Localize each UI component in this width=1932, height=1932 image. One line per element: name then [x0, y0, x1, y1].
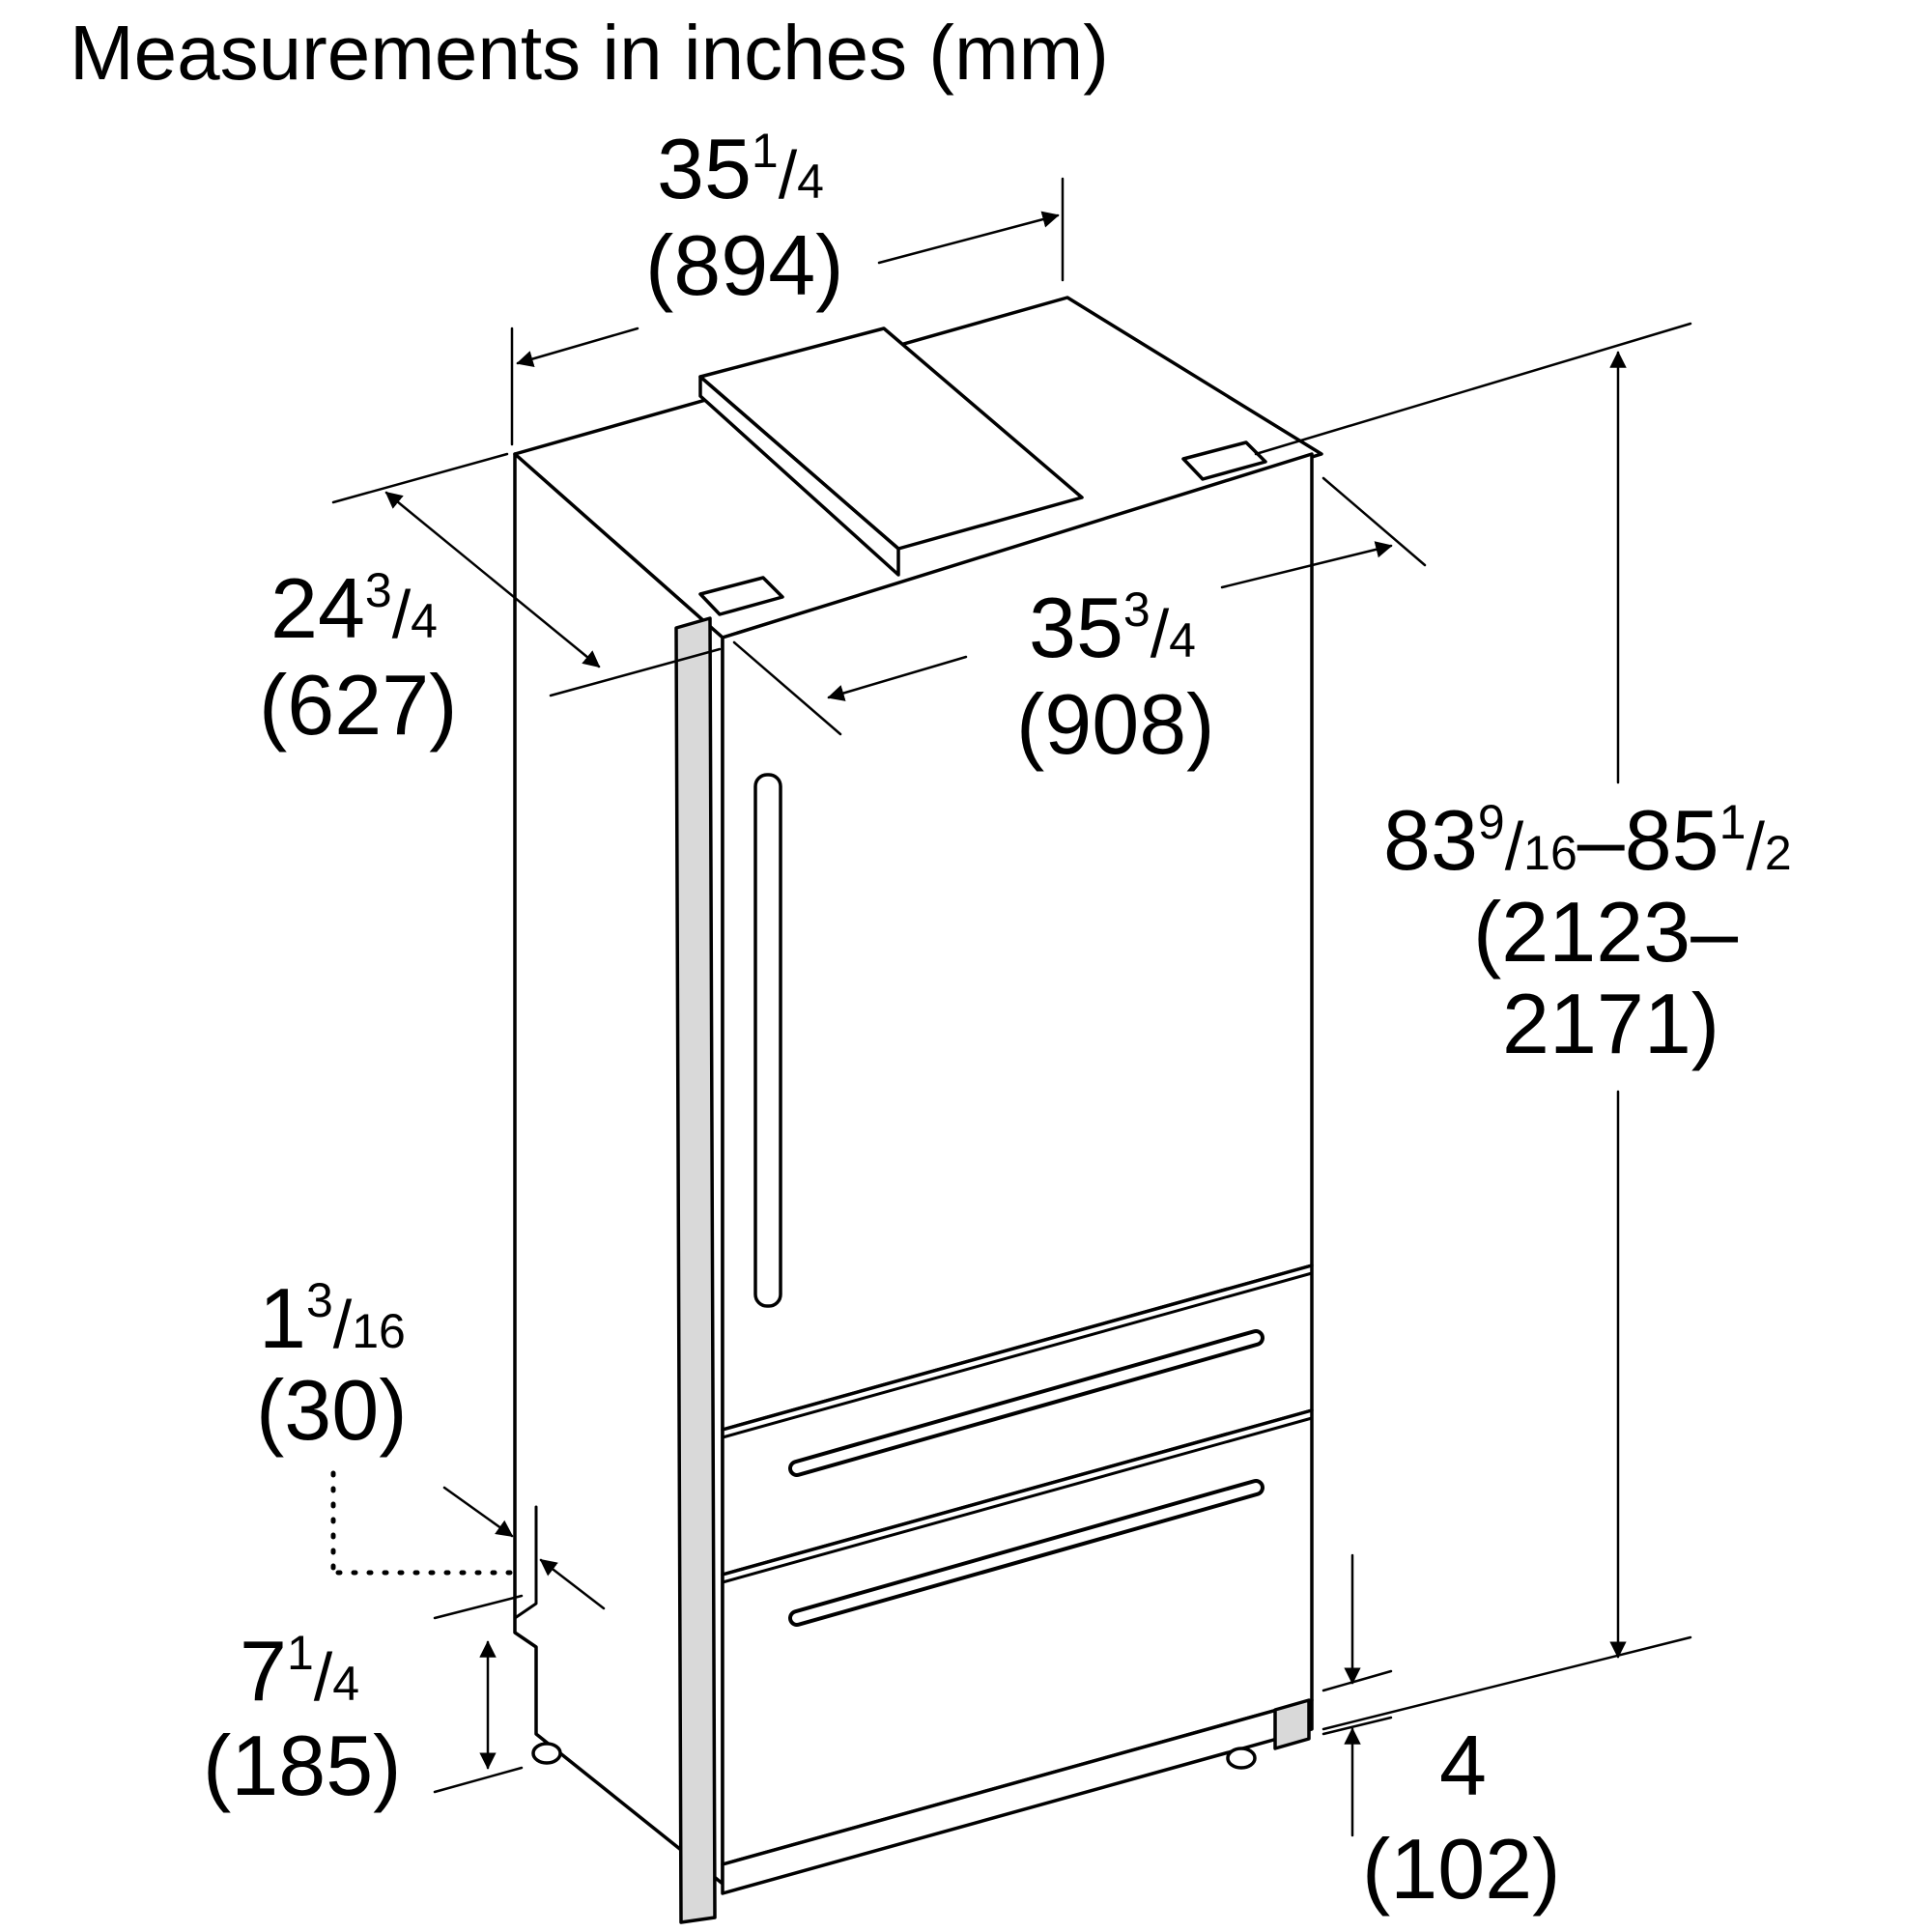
top-width-denominator: 4: [797, 155, 824, 209]
door-width-denominator: 4: [1169, 613, 1196, 668]
label-door-width: 353/4 (908): [1016, 580, 1214, 772]
toe-height-extension-bottom: [433, 1766, 524, 1794]
height-extension-top: [1254, 322, 1692, 456]
height-denominator-b: 2: [1765, 826, 1792, 880]
side-offset-arrow-left: [442, 1486, 514, 1538]
door-width-arrow-right: [1220, 541, 1393, 589]
depth-extension-bottom: [549, 647, 722, 697]
top-width-mm: (894): [645, 217, 843, 313]
toe-height-numerator: 1: [287, 1626, 314, 1680]
top-hinge-left: [698, 576, 784, 616]
height-dash: –: [1577, 792, 1625, 888]
svg-text:243/4: 243/4: [270, 560, 438, 656]
label-base-gap: 4 (102): [1362, 1718, 1560, 1917]
height-numerator-a: 9: [1478, 795, 1505, 849]
door-width-arrow-left: [827, 655, 968, 701]
svg-text:351/4: 351/4: [657, 121, 824, 216]
lower-drawer-handle-inner: [792, 1483, 1261, 1623]
door-width-numerator: 3: [1123, 582, 1151, 637]
door-handle: [753, 773, 782, 1308]
top-width-whole: 35: [657, 121, 752, 216]
toe-height-mm: (185): [203, 1718, 401, 1813]
height-extension-bottom: [1321, 1635, 1692, 1731]
label-depth: 243/4 (627): [259, 560, 457, 753]
side-toe-recess: [513, 1505, 538, 1620]
top-width-arrow-right: [877, 211, 1060, 265]
top-width-numerator: 1: [752, 124, 779, 178]
door-width-extension-right: [1321, 476, 1427, 567]
door-width-extension-left: [732, 640, 842, 736]
side-offset-whole: 1: [259, 1270, 306, 1366]
top-width-arrow-left: [516, 327, 639, 368]
upper-drawer-handle-inner: [792, 1333, 1261, 1473]
base-gap-extension-top: [1321, 1669, 1393, 1692]
diagram-title: Measurements in inches (mm): [70, 10, 1109, 96]
label-side-offset: 13/16 (30): [256, 1270, 408, 1458]
height-whole-b: 85: [1625, 792, 1719, 888]
label-height: 839/16–851/2 (2123– 2171): [1383, 792, 1792, 1071]
depth-numerator: 3: [365, 563, 392, 617]
depth-denominator: 4: [411, 594, 438, 648]
refrigerator-illustration: [513, 296, 1323, 1924]
height-whole-a: 83: [1383, 792, 1478, 888]
label-top-width: 351/4 (894): [645, 121, 843, 313]
depth-mm: (627): [259, 657, 457, 753]
height-numerator-b: 1: [1719, 795, 1747, 849]
svg-text:839/16–851/2: 839/16–851/2: [1383, 792, 1792, 888]
height-mm-line2: 2171): [1502, 976, 1719, 1071]
base-gap-whole: 4: [1439, 1718, 1487, 1813]
side-offset-mm: (30): [256, 1362, 408, 1458]
base-gap-extension-bottom: [1321, 1716, 1393, 1736]
height-mm-line1: (2123–: [1473, 884, 1738, 980]
top-hinge-right: [1181, 440, 1267, 481]
toe-kick: [721, 1698, 1314, 1895]
depth-extension-top: [331, 452, 509, 504]
depth-arrow: [384, 491, 601, 668]
top-vent-panel-edge: [698, 375, 900, 577]
side-trim-strip: [674, 616, 717, 1924]
side-offset-numerator: 3: [306, 1273, 333, 1327]
cabinet-foot-right: [1226, 1747, 1257, 1770]
side-offset-denominator: 16: [352, 1304, 406, 1358]
dimension-lines: [330, 177, 1692, 1837]
door-width-mm: (908): [1016, 676, 1214, 772]
label-toe-height: 71/4 (185): [203, 1623, 401, 1813]
svg-text:353/4: 353/4: [1029, 580, 1196, 675]
toe-height-extension-top: [433, 1594, 524, 1620]
toe-height-denominator: 4: [332, 1657, 359, 1711]
depth-whole: 24: [270, 560, 365, 656]
svg-text:71/4: 71/4: [240, 1623, 359, 1719]
height-denominator-a: 16: [1523, 826, 1577, 880]
base-trim-block: [1273, 1698, 1311, 1750]
base-gap-mm: (102): [1362, 1821, 1560, 1917]
toe-height-whole: 7: [240, 1623, 287, 1719]
svg-text:13/16: 13/16: [259, 1270, 406, 1366]
side-offset-arrow-right: [539, 1558, 606, 1610]
drawer-lip-upper: [721, 1271, 1314, 1439]
door-width-whole: 35: [1029, 580, 1123, 675]
cabinet-foot-left: [531, 1742, 562, 1765]
drawer-lip-lower: [721, 1416, 1314, 1584]
